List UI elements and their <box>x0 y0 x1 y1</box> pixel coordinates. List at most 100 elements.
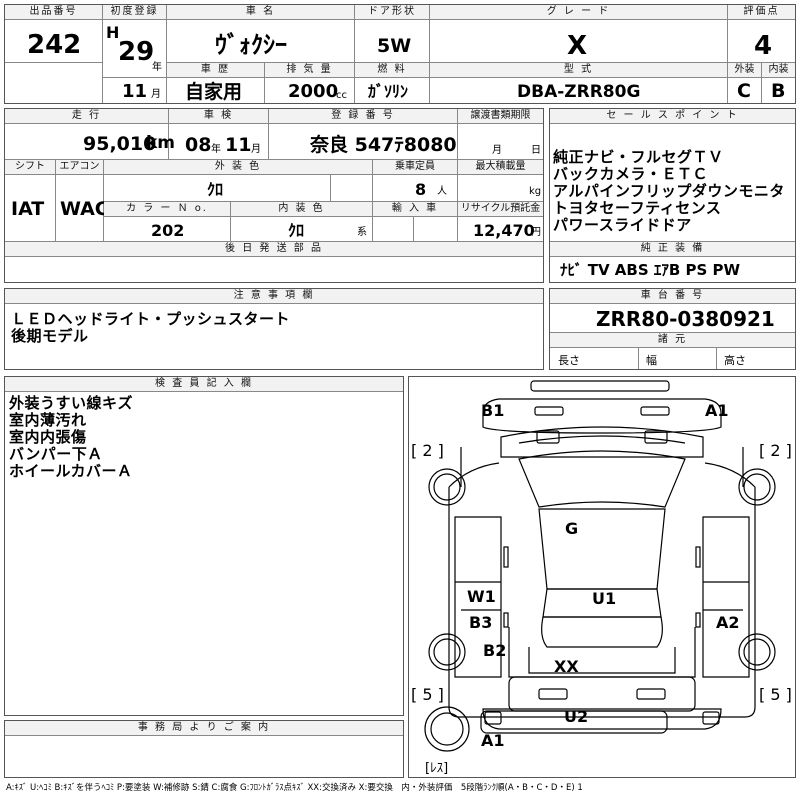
car-outline <box>424 380 776 752</box>
month-unit: 月 <box>151 89 161 100</box>
name-label: 車 名 <box>167 5 354 20</box>
sales-point: パワースライドドア <box>553 216 692 234</box>
mileage: 95,010 <box>83 133 157 155</box>
width-label: 幅 <box>646 354 657 367</box>
history: 自家用 <box>185 81 243 103</box>
color: ｸﾛ <box>207 180 224 199</box>
mark-b3: B3 <box>469 613 493 632</box>
disp-unit: cc <box>336 90 347 101</box>
mark-a1-top: A1 <box>705 401 729 420</box>
insp-year: 08 <box>185 134 212 156</box>
inspector-line: 外装うすい線キズ <box>9 394 134 412</box>
shift-label: シフト <box>5 160 55 175</box>
tire-rear-right: [ 5 ] <box>759 685 792 704</box>
mark-g: G <box>565 519 579 538</box>
mark-u1: U1 <box>592 589 617 608</box>
inspector-line: 室内内張傷 <box>9 428 87 446</box>
mark-w1: W1 <box>467 587 496 606</box>
notes-label: 注 意 事 項 欄 <box>5 289 543 304</box>
reg-year: 29 <box>118 37 155 67</box>
office-label: 事 務 局 よ り ご 案 内 <box>5 721 403 736</box>
import-label: 輸 入 車 <box>373 202 457 217</box>
reg-month: 11 <box>122 81 148 102</box>
transfer-month-unit: 月 <box>492 145 502 156</box>
lot-number: 242 <box>27 30 82 60</box>
grade: X <box>567 31 588 61</box>
interior-unit: 系 <box>357 227 367 238</box>
transfer-day-unit: 日 <box>531 145 541 156</box>
interior-color: ｸﾛ <box>288 221 305 240</box>
shift: IAT <box>11 198 45 220</box>
inspection-label: 車 検 <box>169 109 268 124</box>
color-number: 202 <box>151 221 185 240</box>
int-score: B <box>771 80 786 102</box>
ac-label: エアコン <box>56 160 103 175</box>
plate-label: 登 録 番 号 <box>269 109 457 124</box>
tire-front-right: [ 2 ] <box>759 441 792 460</box>
recycle-fee: 12,470 <box>473 221 535 240</box>
capacity-unit: 人 <box>437 186 447 197</box>
car-name: ｳﾞｫｸｼｰ <box>215 31 287 59</box>
chassis-label: 車 台 番 号 <box>550 289 795 304</box>
era: H <box>106 23 120 42</box>
later-parts-label: 後 日 発 送 部 品 <box>5 242 543 257</box>
load-unit: kg <box>529 186 542 197</box>
length-label: 長さ <box>558 354 580 367</box>
insp-month-unit: 月 <box>251 144 261 155</box>
height-label: 高さ <box>724 354 746 367</box>
reg-label: 初度登録 <box>103 5 166 20</box>
chassis-section: 車 台 番 号 ZRR80-0380921 諸 元 長さ 幅 高さ <box>549 288 796 370</box>
ext-score: C <box>737 80 751 102</box>
insp-month: 11 <box>225 134 252 156</box>
mileage-unit: km <box>146 133 176 153</box>
mileage-label: 走 行 <box>5 109 168 124</box>
tire-rear-left: [ 5 ] <box>411 685 444 704</box>
spec-section: 走 行 95,010 km 車 検 08 年 11 月 登 録 番 号 奈良 5… <box>4 108 544 283</box>
equipment: ﾅﾋﾞ TV ABS ｴｱB PS PW <box>560 261 741 279</box>
model-label: 型 式 <box>430 63 727 78</box>
note-line: 後期モデル <box>11 327 89 345</box>
mark-b1: B1 <box>481 401 505 420</box>
color-label: 外 装 色 <box>104 160 372 175</box>
grade-label: グ レ ー ド <box>430 5 727 20</box>
notes-section: 注 意 事 項 欄 ＬＥＤヘッドライト・プッシュスタート 後期モデル <box>4 288 544 370</box>
door-type: 5W <box>377 35 412 57</box>
sales-point: トヨタセーフティセンス <box>553 199 722 217</box>
capacity: 8 <box>415 180 427 199</box>
year-unit: 年 <box>152 62 162 73</box>
plate-number: 奈良 547ﾃ8080 <box>310 134 457 156</box>
tire-front-left: [ 2 ] <box>411 441 444 460</box>
chassis-number: ZRR80-0380921 <box>596 307 775 331</box>
model-code: DBA-ZRR80G <box>517 82 641 102</box>
sales-point: アルパインフリップダウンモニタ <box>553 182 785 200</box>
fuel-label: 燃 料 <box>355 63 429 78</box>
disp-label: 排 気 量 <box>265 63 354 78</box>
displacement: 2000 <box>288 81 339 102</box>
sales-section: セ ー ル ス ポ イ ン ト 純正ナビ・フルセグＴＶ バックカメラ・ＥＴＣ ア… <box>549 108 796 283</box>
score: 4 <box>754 31 773 61</box>
inspector-lines: 外装うすい線キズ 室内薄汚れ 室内内張傷 バンパー下Ａ ホイールカバーＡ <box>9 395 133 480</box>
ac: WAC <box>60 198 109 220</box>
office-section: 事 務 局 よ り ご 案 内 <box>4 720 404 778</box>
header-section: 出品番号 242 初度登録 H 29 年 11 月 車 名 ｳﾞｫｸｼｰ ドア形… <box>4 4 796 104</box>
recycle-unit: 円 <box>531 227 541 238</box>
recycle-label: リサイクル預託金 <box>458 202 543 217</box>
lot-label: 出品番号 <box>5 5 102 20</box>
notes-lines: ＬＥＤヘッドライト・プッシュスタート 後期モデル <box>11 311 290 345</box>
mark-xx: XX <box>554 657 579 676</box>
door-label: ドア形状 <box>355 5 429 20</box>
note-line: ＬＥＤヘッドライト・プッシュスタート <box>11 310 291 328</box>
capacity-label: 乗車定員 <box>373 160 457 175</box>
colorno-label: カ ラ ー Ｎ o. <box>104 202 230 217</box>
mark-u2: U2 <box>564 707 589 726</box>
inspector-section: 検 査 員 記 入 欄 外装うすい線キズ 室内薄汚れ 室内内張傷 バンパー下Ａ … <box>4 376 404 716</box>
mark-a1-bottom: A1 <box>481 731 505 750</box>
fuel: ｶﾞｿﾘﾝ <box>368 82 409 101</box>
sales-label: セ ー ル ス ポ イ ン ト <box>550 109 795 124</box>
mark-a2: A2 <box>716 613 740 632</box>
sales-point: 純正ナビ・フルセグＴＶ <box>553 148 724 166</box>
sales-point: バックカメラ・ＥＴＣ <box>553 165 709 183</box>
inspector-line: ホイールカバーＡ <box>9 462 133 480</box>
legend: A:ｷｽﾞ U:ﾍｺﾐ B:ｷｽﾞを伴うﾍｺﾐ P:要塗装 W:補修跡 S:錆 … <box>6 783 583 793</box>
ext-label: 外装 <box>728 63 761 78</box>
